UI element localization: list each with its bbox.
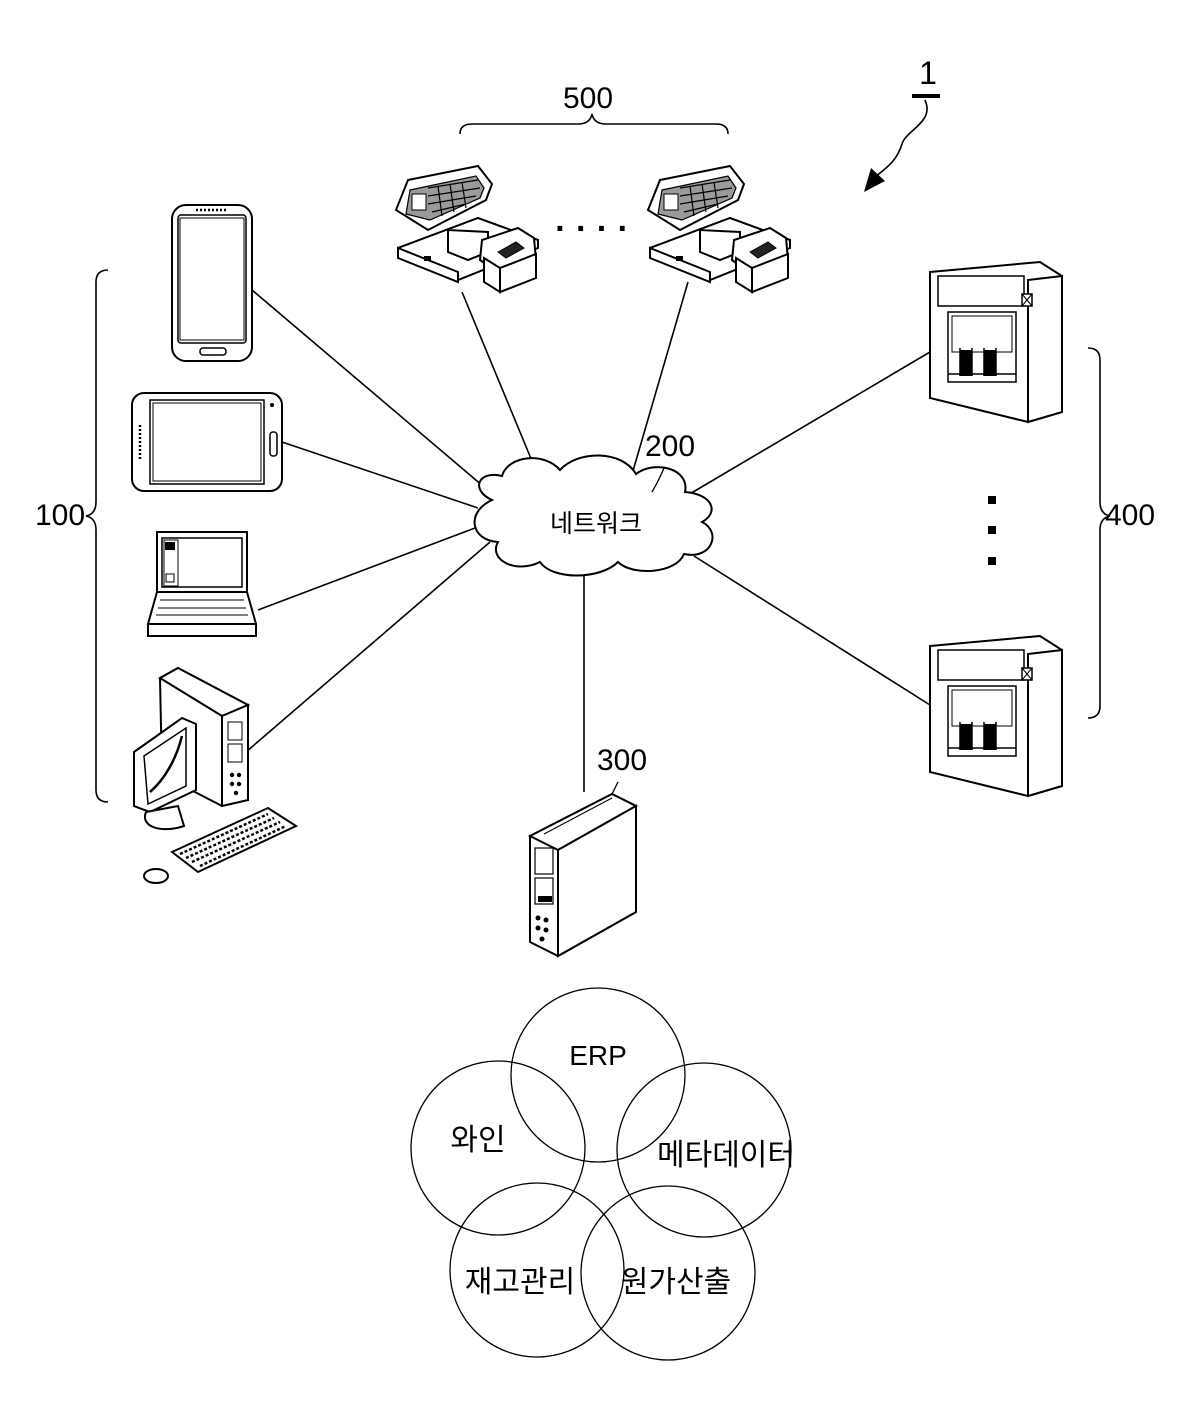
module-venn: ERP 와인 메타데이터 재고관리 원가산출 [411,988,795,1360]
pos-terminal-2 [648,166,790,292]
network-ref: 200 [645,430,695,463]
laptop-icon [148,532,256,636]
vending-machine-1 [930,262,1062,422]
vending-machine-2 [930,636,1062,796]
user-terminal-group-ref: 100 [35,499,85,532]
pos-terminal-1 [396,166,538,292]
module-label-erp: ERP [569,1040,627,1071]
link-desktop [246,542,490,752]
module-label-wine: 와인 [450,1124,505,1157]
link-laptop [258,528,475,610]
pos-group-ellipsis: · · · · [555,210,629,248]
server-icon: 300 [530,744,647,956]
network-cloud: 네트워크 200 [475,430,713,576]
system-ref: 1 [864,55,940,192]
server-ref: 300 [597,744,647,777]
vending-group-ellipsis [988,496,996,565]
user-terminal-brace [86,270,108,802]
vending-group: 400 [930,262,1155,796]
pos-group-ref: 500 [563,82,613,115]
desktop-pc-icon [134,668,296,883]
module-label-metadata: 메타데이터 [657,1139,795,1172]
link-vending-2 [694,556,930,705]
module-label-costing: 원가산출 [621,1266,731,1299]
module-label-inventory: 재고관리 [465,1266,575,1299]
pos-group: 500 · · · · [396,82,790,292]
vending-group-brace [1088,348,1110,718]
smartphone-icon [172,205,252,361]
link-vending-1 [688,352,930,495]
pos-group-brace [460,114,728,134]
network-label: 네트워크 [550,510,642,538]
system-ref-label: 1 [919,55,937,91]
link-smartphone [252,290,490,492]
user-terminal-group: 100 [35,205,296,883]
vending-group-ref: 400 [1105,499,1155,532]
tablet-icon [132,393,282,491]
link-tablet [282,442,478,508]
